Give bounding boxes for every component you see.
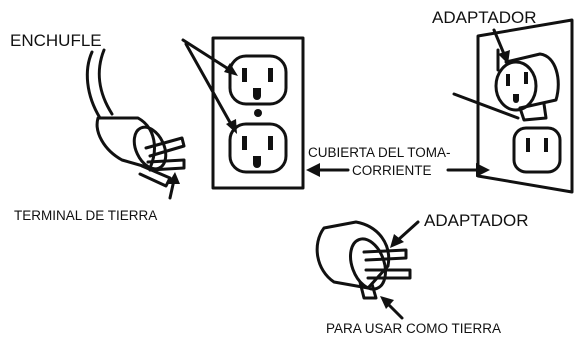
label-ground-terminal: TERMINAL DE TIERRA (14, 208, 157, 223)
label-cover-line-2: CORRIENTE (352, 163, 432, 178)
arrows-to-cover-plates (306, 163, 490, 177)
label-adapter-top: ADAPTADOR (432, 8, 537, 27)
label-cover-line-1: CUBIERTA DEL TOMA- (308, 145, 451, 160)
label-plug: ENCHUFLE (10, 31, 102, 50)
label-ground-use: PARA USAR COMO TIERRA (326, 321, 501, 336)
arrow-to-ground-terminal (168, 172, 180, 200)
arrow-to-bottom-adapter (390, 220, 420, 248)
arrow-to-ground-tab (380, 296, 404, 320)
grounded-plug-illustration (85, 48, 186, 188)
duplex-outlet-illustration (211, 36, 305, 190)
arrows-to-receptacles (181, 38, 238, 134)
outlet-with-adapter-illustration (452, 18, 574, 194)
grounding-adapter-illustration (315, 220, 412, 300)
arrow-to-top-adapter (492, 28, 510, 64)
label-adapter-bottom: ADAPTADOR (424, 211, 529, 230)
